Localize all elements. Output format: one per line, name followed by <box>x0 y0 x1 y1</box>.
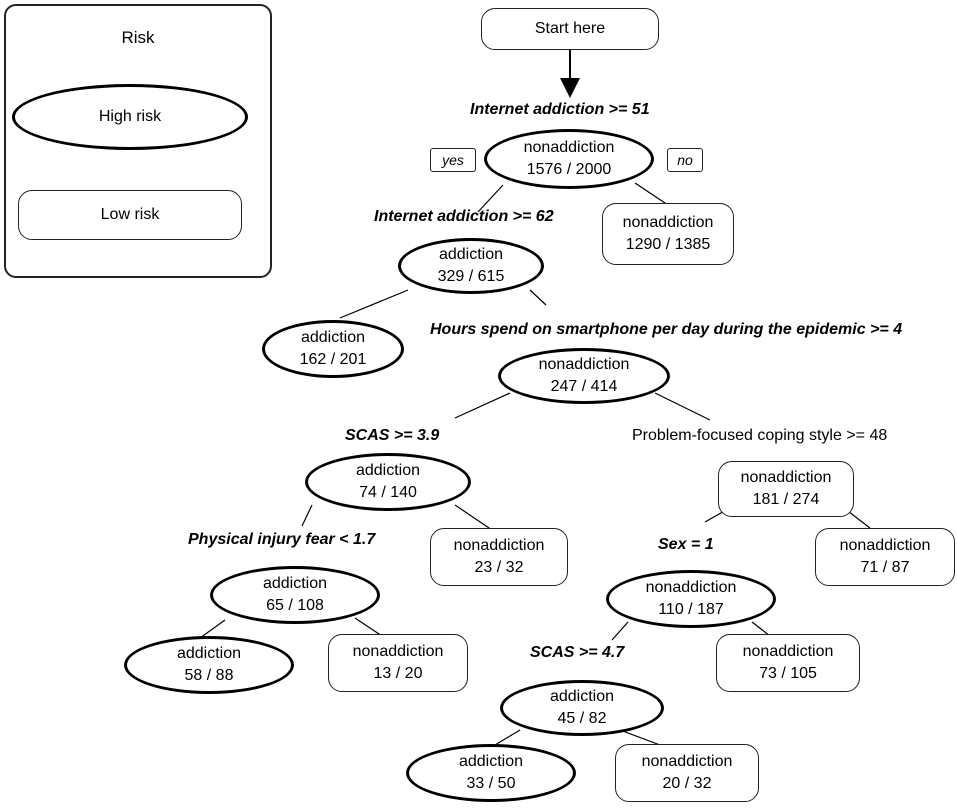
no-label: no <box>677 152 693 168</box>
node-count: 13 / 20 <box>373 665 423 682</box>
rule-problem-focused-coping: Problem-focused coping style >= 48 <box>632 427 888 444</box>
node-a3: addiction 74 / 140 <box>305 453 471 511</box>
edge-na2-right <box>654 392 711 421</box>
start-label: Start here <box>534 20 606 37</box>
node-label: nonaddiction <box>645 579 737 596</box>
rule-internet-addiction-51: Internet addiction >= 51 <box>470 101 650 118</box>
node-na4: nonaddiction 23 / 32 <box>430 528 568 586</box>
edge-a6-right <box>619 729 661 746</box>
edge-na6-right <box>751 621 771 637</box>
node-count: 247 / 414 <box>550 378 618 395</box>
edge-a4-right <box>354 617 383 637</box>
node-count: 23 / 32 <box>474 559 524 576</box>
node-na3: nonaddiction 181 / 274 <box>718 461 854 517</box>
node-na5: nonaddiction 71 / 87 <box>815 528 955 586</box>
legend-title: Risk <box>121 28 155 47</box>
node-count: 162 / 201 <box>299 351 367 368</box>
node-count: 20 / 32 <box>662 775 712 792</box>
node-count: 1576 / 2000 <box>526 161 612 178</box>
no-tag: no <box>667 148 703 172</box>
legend-high-risk-label: High risk <box>98 108 162 125</box>
node-label: nonaddiction <box>622 214 714 231</box>
edge-a1-right <box>529 289 547 306</box>
yes-tag: yes <box>430 148 476 172</box>
edge-root-no <box>634 182 669 206</box>
legend-high-risk: High risk <box>12 84 248 150</box>
legend-low-risk: Low risk <box>18 190 242 240</box>
node-label: nonaddiction <box>740 469 832 486</box>
node-count: 33 / 50 <box>466 775 516 792</box>
legend-low-risk-label: Low risk <box>100 206 160 223</box>
node-a6: addiction 45 / 82 <box>500 680 664 736</box>
rule-internet-addiction-62: Internet addiction >= 62 <box>374 208 554 225</box>
node-count: 45 / 82 <box>557 710 607 727</box>
node-count: 110 / 187 <box>658 601 724 618</box>
edge-a3-right <box>454 504 493 531</box>
node-na8: nonaddiction 73 / 105 <box>716 634 860 692</box>
rule-hours-smartphone: Hours spend on smartphone per day during… <box>430 321 903 338</box>
node-label: addiction <box>176 645 242 662</box>
node-label: nonaddiction <box>352 643 444 660</box>
rule-scas-4-7: SCAS >= 4.7 <box>530 644 625 661</box>
legend <box>4 4 272 278</box>
node-label: addiction <box>300 329 366 346</box>
node-count: 73 / 105 <box>759 665 817 682</box>
node-label: nonaddiction <box>538 356 630 373</box>
node-na6: nonaddiction 110 / 187 <box>606 570 776 628</box>
node-label: addiction <box>355 462 421 479</box>
rule-physical-injury-fear: Physical injury fear < 1.7 <box>188 531 376 548</box>
node-a7: addiction 33 / 50 <box>406 744 576 802</box>
edge-a3-left <box>301 504 313 527</box>
node-count: 1290 / 1385 <box>625 236 711 253</box>
node-a4: addiction 65 / 108 <box>210 566 380 624</box>
node-root: nonaddiction 1576 / 2000 <box>484 129 654 189</box>
edge-root-yes <box>477 184 504 213</box>
node-label: addiction <box>549 688 615 705</box>
node-label: nonaddiction <box>523 139 615 156</box>
yes-label: yes <box>442 152 464 168</box>
start-node: Start here <box>481 8 659 50</box>
node-label: nonaddiction <box>453 537 545 554</box>
edge-a1-left <box>339 289 409 319</box>
node-a2: addiction 162 / 201 <box>262 320 404 378</box>
edge-na6-left <box>611 621 629 641</box>
node-label: nonaddiction <box>742 643 834 660</box>
edge-a4-left <box>199 619 226 639</box>
edge-na2-left <box>454 392 511 419</box>
node-na9: nonaddiction 20 / 32 <box>615 744 759 802</box>
node-count: 329 / 615 <box>437 268 505 285</box>
node-count: 65 / 108 <box>266 597 324 614</box>
node-a5: addiction 58 / 88 <box>124 636 294 694</box>
node-label: nonaddiction <box>641 753 733 770</box>
node-label: addiction <box>458 753 524 770</box>
node-a1: addiction 329 / 615 <box>398 238 544 294</box>
node-label: addiction <box>438 246 504 263</box>
node-label: addiction <box>262 575 328 592</box>
node-count: 71 / 87 <box>860 559 910 576</box>
node-count: 58 / 88 <box>184 667 234 684</box>
node-no1: nonaddiction 1290 / 1385 <box>602 203 734 265</box>
node-count: 74 / 140 <box>359 484 417 501</box>
node-label: nonaddiction <box>839 537 931 554</box>
node-count: 181 / 274 <box>752 491 820 508</box>
rule-sex: Sex = 1 <box>658 536 714 553</box>
rule-scas-3-9: SCAS >= 3.9 <box>345 427 440 444</box>
node-na7: nonaddiction 13 / 20 <box>328 634 468 692</box>
node-na2: nonaddiction 247 / 414 <box>498 348 670 404</box>
